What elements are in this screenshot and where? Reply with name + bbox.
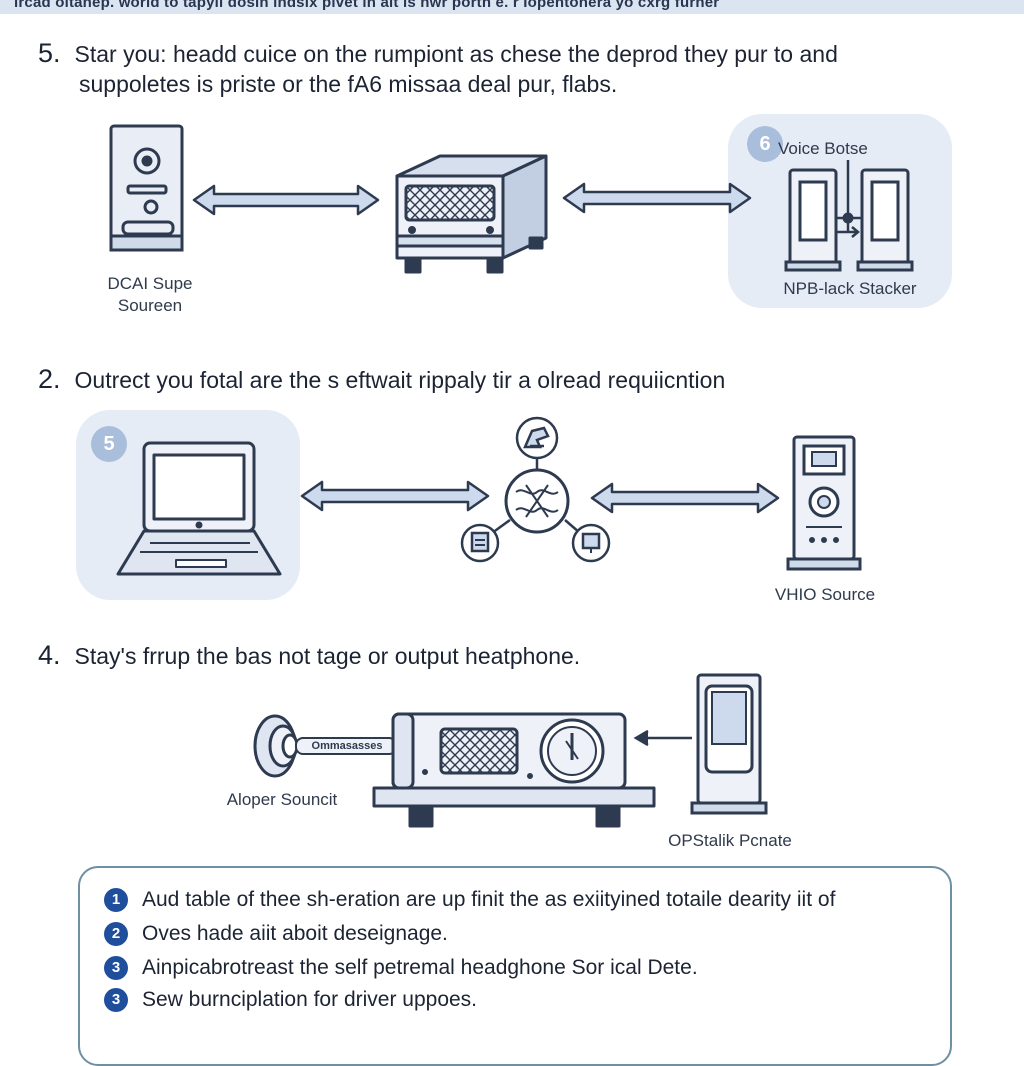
note-marker: 3 <box>104 956 128 980</box>
step-text-line2: suppoletes is priste or the fA6 missaa d… <box>79 71 618 97</box>
laptop-icon <box>116 441 282 576</box>
note-item: 3 Sew burnciplation for driver uppoes. <box>104 988 477 1012</box>
step-number: 5. <box>38 38 61 68</box>
dcai-label: DCAI Supe Soureen <box>90 273 210 317</box>
cable-text: Ommasasses <box>311 740 383 752</box>
step-text: Stay's frrup the bas not tage or output … <box>74 643 581 669</box>
network-hub-icon <box>460 416 611 563</box>
note-marker: 2 <box>104 922 128 946</box>
npb-stacker-label: NPB-lack Stacker <box>783 279 917 298</box>
vhio-source-icon <box>786 435 862 571</box>
double-arrow <box>562 182 752 214</box>
voice-botse-label: Voice Botse <box>778 139 868 158</box>
header-fragment: ircad oltanep. worid to tapyll dosin ind… <box>14 0 720 11</box>
step-5-heading: 5. Star you: headd cuice on the rumpiont … <box>38 38 838 99</box>
note-item: 1 Aud table of thee sh-eration are up fin… <box>104 888 835 912</box>
note-text: Sew burnciplation for driver uppoes. <box>142 988 478 1011</box>
top-text-band: ircad oltanep. worid to tapyll dosin ind… <box>0 0 1024 14</box>
double-arrow <box>192 184 380 216</box>
step-number: 4. <box>38 640 61 670</box>
dcai-label-line1: DCAI Supe <box>107 274 193 293</box>
step-4-heading: 4. Stay's frrup the bas not tage or outpu… <box>38 640 580 671</box>
note-text: Oves hade aiit aboit deseignage. <box>142 922 448 945</box>
double-arrow <box>300 480 490 512</box>
note-marker: 1 <box>104 888 128 912</box>
note-text: Aud table of thee sh-eration are up fini… <box>142 888 836 911</box>
alooper-label: Aloper Souncit <box>226 790 338 809</box>
headphone-jack-icon <box>253 714 411 778</box>
step-number: 2. <box>38 364 61 394</box>
amplifier-box-icon <box>395 154 548 274</box>
op-stalik-label: OPStalik Pcnate <box>668 831 792 850</box>
diagram-canvas <box>109 124 914 828</box>
arrow-left <box>633 729 692 747</box>
output-stack-icon <box>690 673 768 815</box>
double-arrow <box>590 482 780 514</box>
note-item: 3 Ainpicabrotreast the self petremal head… <box>104 956 698 980</box>
note-text: Ainpicabrotreast the self petremal headg… <box>142 956 698 979</box>
step-text: Star you: headd cuice on the rumpiont as… <box>74 41 838 67</box>
voice-stacker-icon <box>784 160 914 272</box>
step-badge-6: 6 <box>747 126 783 162</box>
step-badge-5: 5 <box>91 426 127 462</box>
dcai-source-icon <box>109 124 184 252</box>
note-item: 2 Oves hade aiit aboit deseignage. <box>104 922 448 946</box>
vhio-source-label: VHIO Source <box>774 585 876 604</box>
amplifier-unit-icon <box>372 712 656 828</box>
note-marker: 3 <box>104 988 128 1012</box>
notes-box: 1 Aud table of thee sh-eration are up fin… <box>78 866 952 1066</box>
step-text: Outrect you fotal are the s eftwait ripp… <box>74 367 726 393</box>
step-2-heading: 2. Outrect you fotal are the s eftwait ri… <box>38 364 725 395</box>
dcai-label-line2: Soureen <box>117 296 183 315</box>
